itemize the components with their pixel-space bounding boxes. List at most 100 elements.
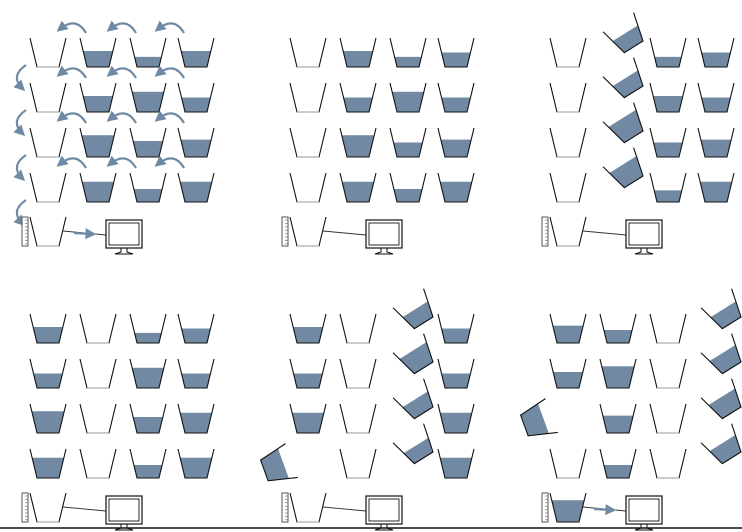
ruler-body <box>281 492 289 523</box>
bucket-outline <box>697 37 735 68</box>
bucket <box>437 37 475 68</box>
bucket <box>129 358 167 389</box>
bucket <box>437 358 475 389</box>
bucket-outline <box>177 37 215 68</box>
bucket <box>79 403 117 434</box>
bucket-outline <box>289 403 327 434</box>
water-fill <box>393 142 423 157</box>
curved-arrow-left <box>154 155 185 169</box>
bucket-outline <box>177 358 215 389</box>
bucket-outline <box>129 313 167 344</box>
data-arrow <box>593 504 617 516</box>
bucket-outline <box>649 37 687 68</box>
water-fill <box>654 56 682 67</box>
bucket <box>339 172 377 203</box>
curved-arrow-left <box>56 155 87 169</box>
bucket <box>549 448 587 479</box>
bucket-outline <box>389 172 427 203</box>
bucket-outline <box>177 403 215 434</box>
bucket-outline <box>649 172 687 203</box>
sensor-cable <box>322 230 367 236</box>
ruler-body <box>541 216 549 247</box>
water-fill <box>609 156 644 188</box>
water-fill <box>441 328 471 343</box>
water-fill <box>552 325 584 343</box>
bucket-outline <box>289 358 327 389</box>
bucket-outline <box>700 333 742 375</box>
bucket-outline <box>177 448 215 479</box>
bucket-outline <box>79 313 117 344</box>
bucket-outline <box>599 403 637 434</box>
bucket-outline <box>339 358 377 389</box>
water-fill <box>612 70 644 98</box>
bucket <box>289 82 327 113</box>
bucket <box>177 403 215 434</box>
bucket-outline <box>549 216 587 247</box>
bucket <box>392 423 434 465</box>
curved-arrow-left <box>106 110 137 124</box>
bucket <box>177 172 215 203</box>
bucket <box>389 127 427 158</box>
bucket <box>700 378 742 420</box>
water-fill <box>441 52 471 67</box>
bucket-outline <box>289 37 327 68</box>
bucket <box>289 358 327 389</box>
bucket-outline <box>129 82 167 113</box>
water-fill <box>133 188 163 202</box>
bucket-outline <box>79 172 117 203</box>
water-fill <box>33 327 63 343</box>
bucket-outline <box>599 448 637 479</box>
bucket <box>549 216 587 247</box>
bucket-outline <box>289 216 327 247</box>
bucket-outline <box>289 492 327 523</box>
bucket <box>29 358 67 389</box>
bucket-outline <box>549 127 587 158</box>
bucket <box>697 37 735 68</box>
bucket <box>129 127 167 158</box>
bucket <box>392 378 434 420</box>
sensor-cable <box>62 506 107 512</box>
bucket <box>700 333 742 375</box>
bucket-outline <box>29 216 67 247</box>
water-fill <box>133 417 163 433</box>
bucket-outline <box>599 313 637 344</box>
bucket-outline <box>700 423 742 465</box>
water-fill <box>293 373 323 388</box>
curved-arrow-left <box>56 20 87 34</box>
bucket-outline <box>549 172 587 203</box>
water-fill <box>553 372 583 388</box>
water-fill <box>551 500 585 522</box>
curved-arrow-down <box>13 154 27 182</box>
bucket <box>79 448 117 479</box>
curved-arrow-left <box>56 65 87 79</box>
bucket <box>177 448 215 479</box>
water-fill <box>440 139 472 157</box>
bucket-outline <box>602 147 644 189</box>
water-fill <box>700 139 732 157</box>
bucket <box>129 313 167 344</box>
bucket-outline <box>259 443 298 482</box>
bucket-outline <box>649 313 687 344</box>
water-fill <box>132 367 164 388</box>
bucket <box>339 448 377 479</box>
panel-2 <box>281 37 475 255</box>
bucket-outline <box>29 403 67 434</box>
water-fill <box>700 181 732 202</box>
bucket-outline <box>437 127 475 158</box>
bucket-outline <box>697 172 735 203</box>
ruler-body <box>281 216 289 247</box>
bucket <box>599 403 637 434</box>
water-fill <box>440 457 472 478</box>
water-fill <box>180 457 212 478</box>
monitor-screen <box>108 498 140 522</box>
bucket <box>29 403 67 434</box>
bucket <box>29 127 67 158</box>
curved-arrow-left <box>106 155 137 169</box>
bucket-outline <box>697 127 735 158</box>
bucket <box>289 127 327 158</box>
bucket-outline <box>289 127 327 158</box>
bucket <box>649 358 687 389</box>
bucket <box>129 82 167 113</box>
bucket <box>549 313 587 344</box>
panel-1 <box>13 20 215 255</box>
